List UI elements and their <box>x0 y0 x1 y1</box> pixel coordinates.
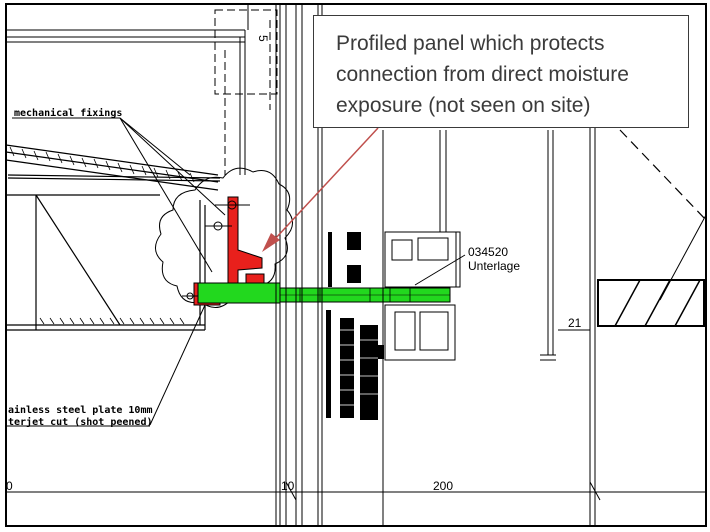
callout-line-3: exposure (not seen on site) <box>336 94 591 117</box>
hatched-beam <box>597 279 705 327</box>
dimension-right <box>540 130 590 361</box>
sloping-soffit <box>5 144 221 325</box>
bolt-symbols <box>182 200 250 300</box>
dimension-5: 5 <box>256 35 270 42</box>
glazing-hatch <box>340 329 378 406</box>
beam-leader <box>659 214 707 301</box>
dashed-diagonal <box>619 129 707 221</box>
connection-plate-green <box>197 282 451 304</box>
dimension-200: 200 <box>433 479 453 493</box>
upper-panel-box <box>6 29 246 175</box>
dimension-10: 10 <box>281 479 295 493</box>
callout-line-1: Profiled panel which protects <box>336 32 605 55</box>
fixings-leaders <box>12 117 226 273</box>
mechanical-fixings-label: mechanical fixings <box>14 107 122 119</box>
glazing-seals <box>326 232 384 420</box>
callout-box: Profiled panel which protects connection… <box>313 15 689 128</box>
soffit-hatch <box>9 146 195 183</box>
plate-note-line1: ainless steel plate 10mm <box>8 404 153 416</box>
part-name-label: Unterlage <box>468 259 520 273</box>
dimension-0: 0 <box>6 479 13 493</box>
callout-line-2: connection from direct moisture <box>336 63 629 86</box>
part-number-label: 034520 <box>468 245 508 259</box>
plate-leader <box>149 304 206 426</box>
callout-arrow <box>262 127 379 252</box>
aluminium-profile <box>384 130 461 361</box>
dashed-outline <box>214 9 278 175</box>
dimension-21: 21 <box>568 316 582 330</box>
bottom-dimension <box>6 481 706 501</box>
part-leader <box>414 254 466 286</box>
drawing-frame <box>5 3 707 527</box>
plate-note-line2: terjet cut (shot peened) <box>8 416 153 428</box>
soffit-bottom-hatch <box>39 317 185 325</box>
